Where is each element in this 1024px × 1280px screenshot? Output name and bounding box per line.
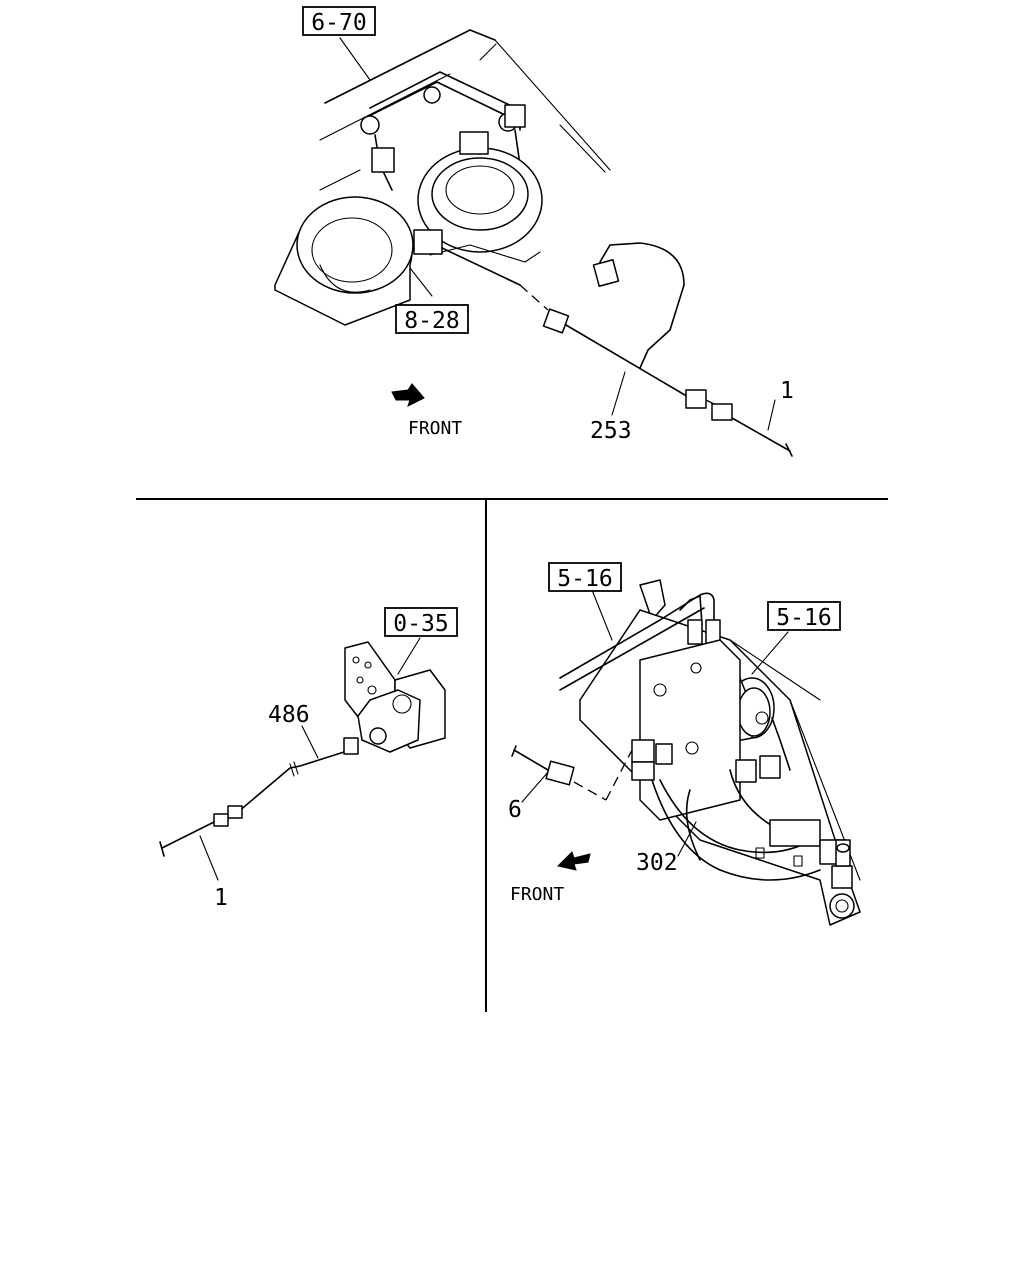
front-label-right: FRONT: [510, 884, 564, 905]
ref-label-0-35: 0-35: [393, 611, 448, 637]
front-arrow-icon: [391, 383, 425, 407]
ref-label-5-16-left: 5-16: [557, 566, 612, 592]
ref-box-5-16-right: [767, 601, 841, 631]
part-number-1-left: 1: [214, 885, 228, 911]
part-number-253: 253: [590, 418, 632, 444]
front-arrow-icon: [557, 851, 591, 871]
ref-box-0-35: [384, 607, 458, 637]
ref-label-5-16-right: 5-16: [776, 605, 831, 631]
part-number-486: 486: [268, 702, 310, 728]
ref-box-6-70: [302, 6, 376, 36]
part-number-302: 302: [636, 850, 678, 876]
ref-box-5-16-left: [548, 562, 622, 592]
left-switch-assembly: [159, 637, 446, 881]
ref-box-8-28: [395, 304, 469, 334]
part-number-6: 6: [508, 797, 522, 823]
part-number-1-top: 1: [780, 378, 794, 404]
ref-label-8-28: 8-28: [404, 308, 459, 334]
ref-label-6-70: 6-70: [311, 10, 366, 36]
right-abs-assembly: [511, 579, 861, 926]
front-label-top: FRONT: [408, 418, 462, 439]
top-horn-assembly: [274, 29, 793, 457]
